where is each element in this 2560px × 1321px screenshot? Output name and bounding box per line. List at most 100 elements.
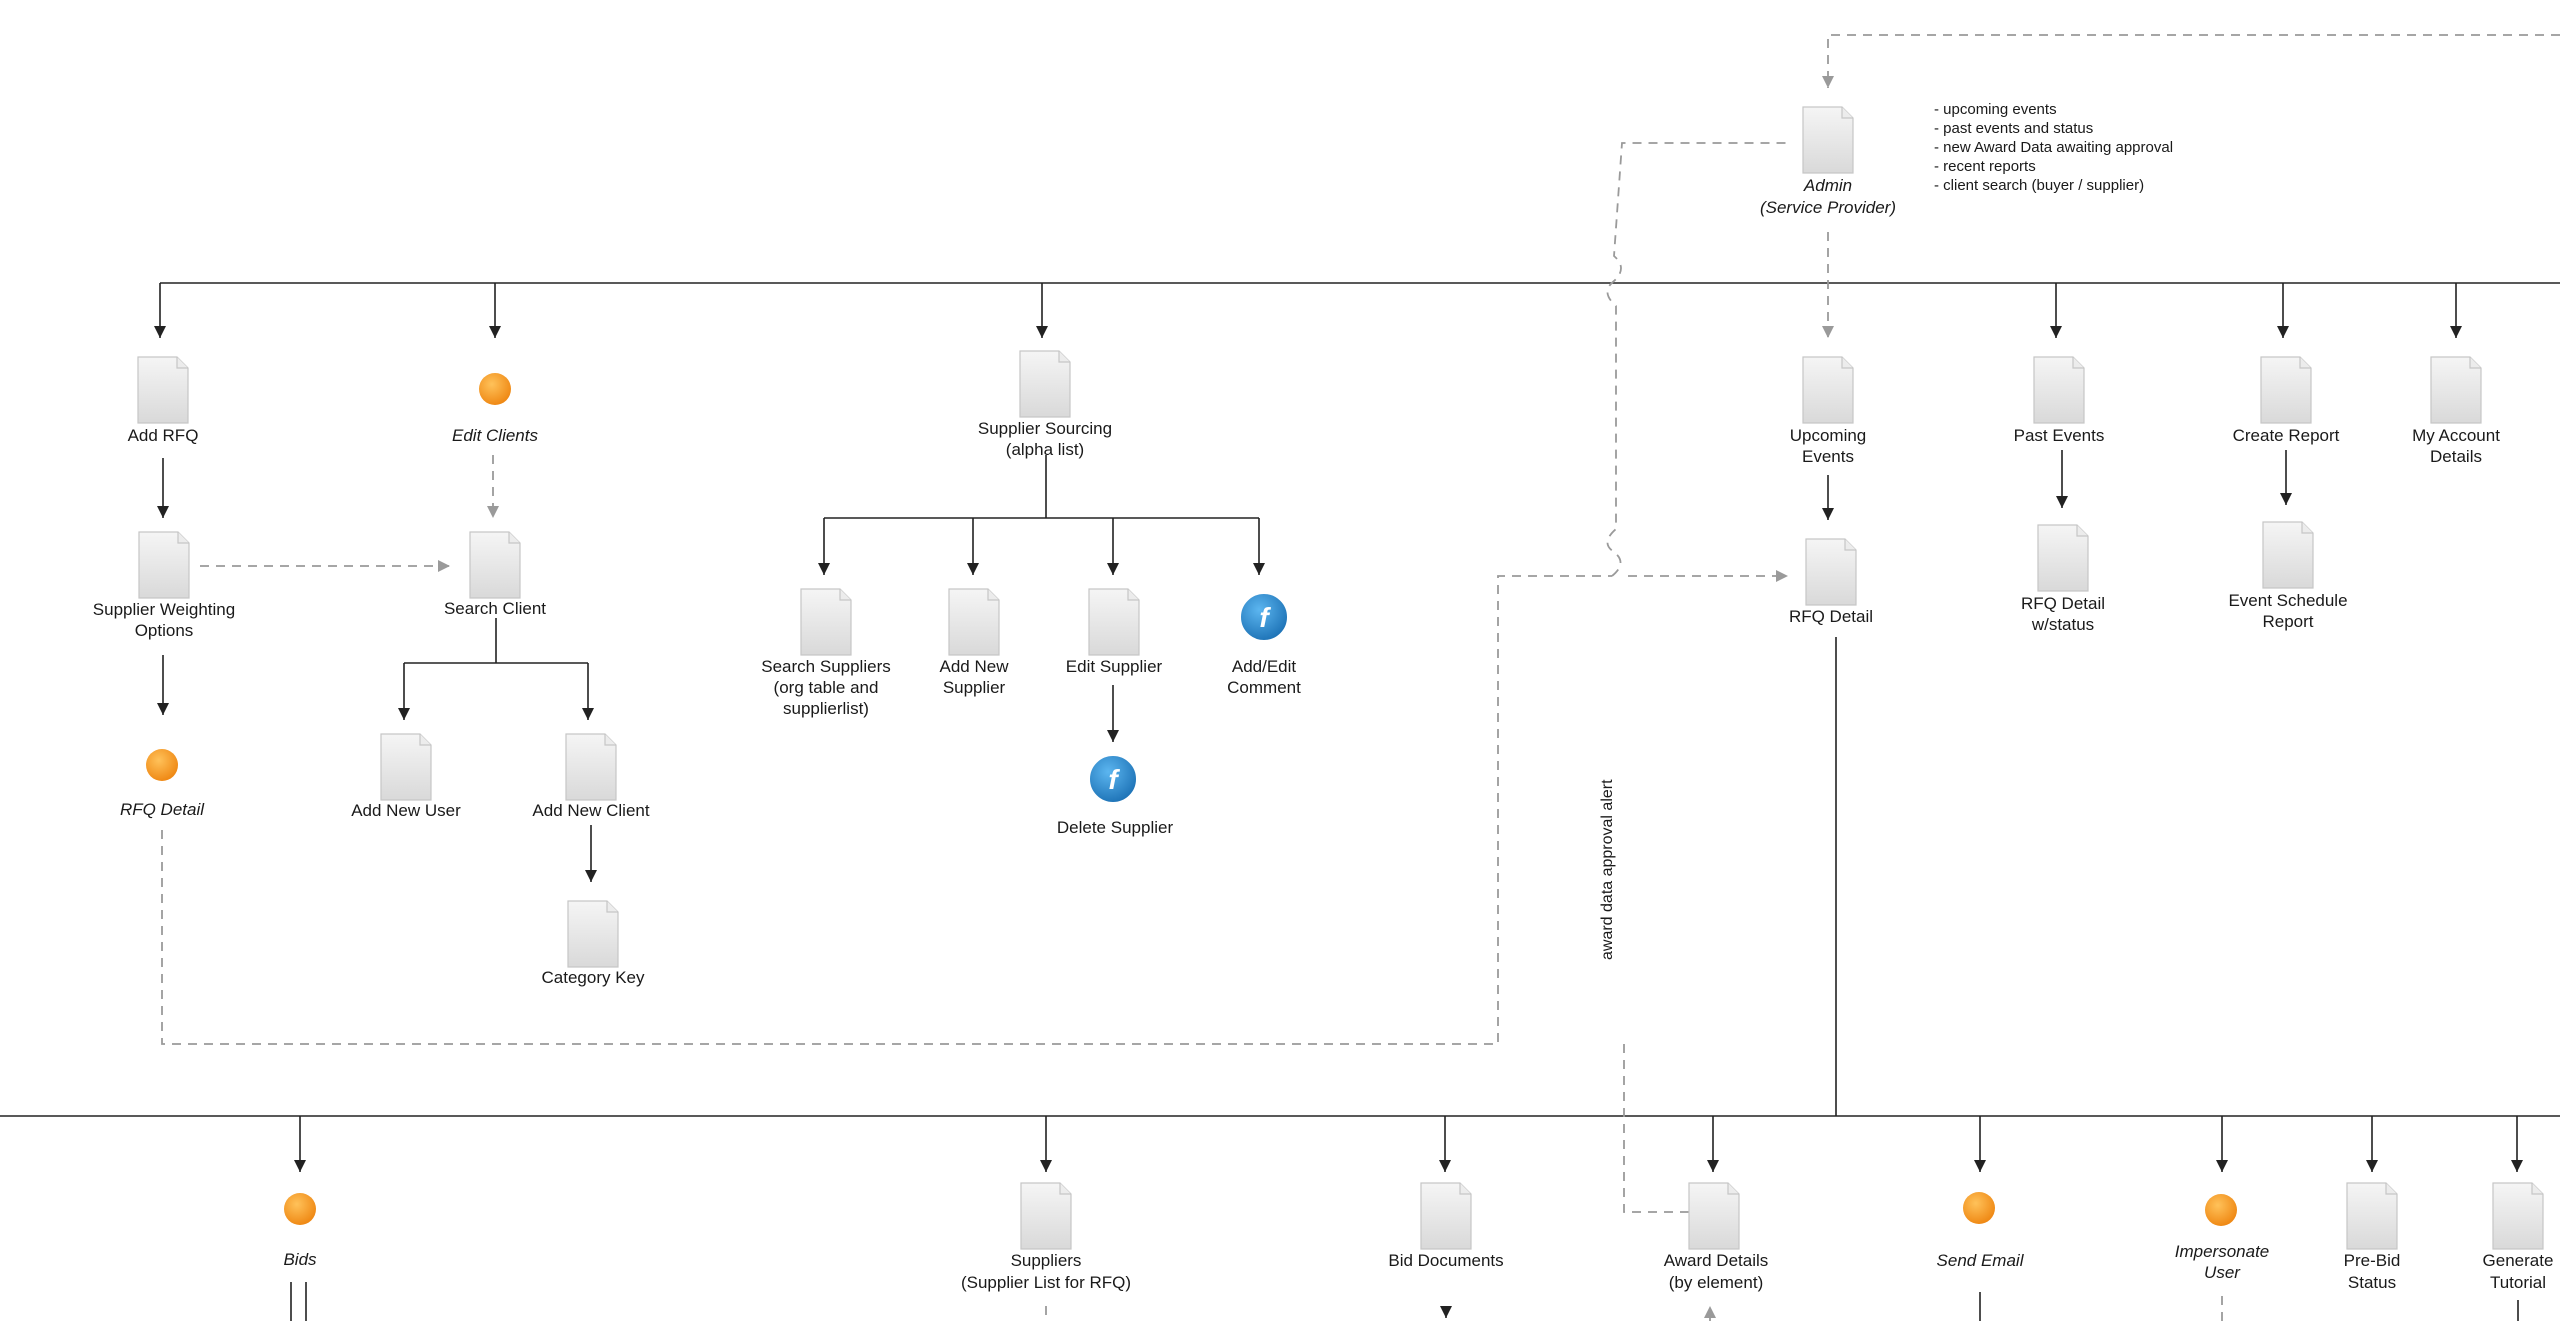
node-supplier-weighting[interactable]: Supplier Weighting Options xyxy=(93,531,235,640)
node-label: Admin xyxy=(1803,176,1852,195)
page-icon xyxy=(565,733,617,801)
node-category-key[interactable]: Category Key xyxy=(542,900,645,987)
page-icon xyxy=(2033,356,2085,424)
node-label: Edit Supplier xyxy=(1066,657,1163,676)
node-label: Category Key xyxy=(542,968,645,987)
node-label: Search Client xyxy=(444,599,546,618)
connectors xyxy=(0,282,2560,1321)
node-label: Suppliers xyxy=(1011,1251,1082,1270)
node-suppliers[interactable]: Suppliers (Supplier List for RFQ) xyxy=(961,1182,1131,1292)
note-line: - recent reports xyxy=(1934,158,2036,175)
node-impersonate-user[interactable]: Impersonate User xyxy=(2175,1194,2270,1282)
node-bid-documents[interactable]: Bid Documents xyxy=(1388,1182,1504,1270)
node-pre-bid-status[interactable]: Pre-Bid Status xyxy=(2344,1182,2401,1292)
node-my-account[interactable]: My Account Details xyxy=(2412,356,2500,466)
page-icon xyxy=(1688,1182,1740,1250)
node-edit-supplier[interactable]: Edit Supplier xyxy=(1066,588,1163,676)
node-label: Past Events xyxy=(2014,426,2105,445)
page-icon xyxy=(2037,524,2089,592)
node-admin[interactable]: Admin (Service Provider) xyxy=(1760,106,1896,217)
node-add-rfq[interactable]: Add RFQ xyxy=(128,356,199,445)
node-search-client[interactable]: Search Client xyxy=(444,531,546,618)
note-line: - client search (buyer / supplier) xyxy=(1934,177,2144,194)
node-label: Edit Clients xyxy=(452,426,538,445)
action-dot-icon xyxy=(284,1193,316,1225)
page-icon xyxy=(2260,356,2312,424)
node-delete-supplier[interactable]: f Delete Supplier xyxy=(1057,754,1174,837)
action-dot-icon xyxy=(479,373,511,405)
node-label: w/status xyxy=(2031,615,2094,634)
page-icon xyxy=(380,733,432,801)
node-label: Impersonate xyxy=(2175,1242,2270,1261)
note-line: - past events and status xyxy=(1934,120,2093,137)
node-label: Status xyxy=(2348,1273,2396,1292)
note-line: - upcoming events xyxy=(1934,101,2057,118)
node-label: supplierlist) xyxy=(783,699,869,718)
node-label: Bids xyxy=(283,1250,317,1269)
page-icon xyxy=(137,356,189,424)
node-add-new-user[interactable]: Add New User xyxy=(351,733,461,820)
node-label: Add New xyxy=(940,657,1010,676)
node-search-suppliers[interactable]: Search Suppliers (org table and supplier… xyxy=(761,588,891,718)
node-label: RFQ Detail xyxy=(1789,607,1873,626)
page-icon xyxy=(567,900,619,968)
node-upcoming-events[interactable]: Upcoming Events xyxy=(1790,356,1867,466)
page-icon xyxy=(2492,1182,2544,1250)
node-event-schedule-report[interactable]: Event Schedule Report xyxy=(2228,521,2348,631)
page-icon xyxy=(1805,538,1857,606)
dashed-connectors xyxy=(161,34,2560,1321)
node-label: Send Email xyxy=(1937,1251,2025,1270)
node-label: Supplier Sourcing xyxy=(978,419,1112,438)
page-icon xyxy=(1420,1182,1472,1250)
node-supplier-sourcing[interactable]: Supplier Sourcing (alpha list) xyxy=(978,350,1112,459)
page-icon xyxy=(1088,588,1140,656)
page-icon xyxy=(800,588,852,656)
node-label: Events xyxy=(1802,447,1854,466)
node-bids[interactable]: Bids xyxy=(283,1193,317,1269)
node-label: Award Details xyxy=(1664,1251,1769,1270)
node-generate-tutorial[interactable]: Generate Tutorial xyxy=(2483,1182,2554,1292)
page-icon xyxy=(2262,521,2314,589)
node-rfq-detail-status[interactable]: RFQ Detail w/status xyxy=(2021,524,2105,634)
page-icon xyxy=(2430,356,2482,424)
node-label: Comment xyxy=(1227,678,1301,697)
node-rfq-detail[interactable]: RFQ Detail xyxy=(1789,538,1873,626)
node-create-report[interactable]: Create Report xyxy=(2233,356,2340,445)
page-icon xyxy=(138,531,190,599)
node-label: Upcoming xyxy=(1790,426,1867,445)
node-edit-clients[interactable]: Edit Clients xyxy=(452,373,538,445)
node-label: Details xyxy=(2430,447,2482,466)
node-past-events[interactable]: Past Events xyxy=(2014,356,2105,445)
node-send-email[interactable]: Send Email xyxy=(1937,1192,2025,1270)
node-label: Supplier xyxy=(943,678,1006,697)
node-label: Bid Documents xyxy=(1388,1251,1503,1270)
node-label: (Supplier List for RFQ) xyxy=(961,1273,1131,1292)
function-glyph: f xyxy=(1108,764,1120,795)
node-label: (org table and xyxy=(774,678,879,697)
node-label: Add New User xyxy=(351,801,461,820)
node-label: Pre-Bid xyxy=(2344,1251,2401,1270)
node-label: Event Schedule xyxy=(2228,591,2347,610)
node-award-details[interactable]: Award Details (by element) xyxy=(1664,1182,1769,1292)
node-label: Add RFQ xyxy=(128,426,199,445)
node-add-new-supplier[interactable]: Add New Supplier xyxy=(940,588,1010,697)
function-glyph: f xyxy=(1259,602,1271,633)
note-line: - new Award Data awaiting approval xyxy=(1934,139,2173,156)
node-add-edit-comment[interactable]: f Add/Edit Comment xyxy=(1227,592,1301,697)
node-label: (alpha list) xyxy=(1006,440,1084,459)
node-label: RFQ Detail xyxy=(120,800,205,819)
node-label: Supplier Weighting xyxy=(93,600,235,619)
award-alert-label: award data approval alert xyxy=(1599,779,1616,960)
node-label: Tutorial xyxy=(2490,1273,2546,1292)
node-label: RFQ Detail xyxy=(2021,594,2105,613)
node-label: Create Report xyxy=(2233,426,2340,445)
action-dot-icon xyxy=(2205,1194,2237,1226)
node-label: Report xyxy=(2262,612,2313,631)
page-icon xyxy=(2346,1182,2398,1250)
node-label: Options xyxy=(135,621,194,640)
node-add-new-client[interactable]: Add New Client xyxy=(532,733,650,820)
action-dot-icon xyxy=(146,749,178,781)
node-label: Search Suppliers xyxy=(761,657,890,676)
node-rfq-detail-action[interactable]: RFQ Detail xyxy=(120,749,205,819)
